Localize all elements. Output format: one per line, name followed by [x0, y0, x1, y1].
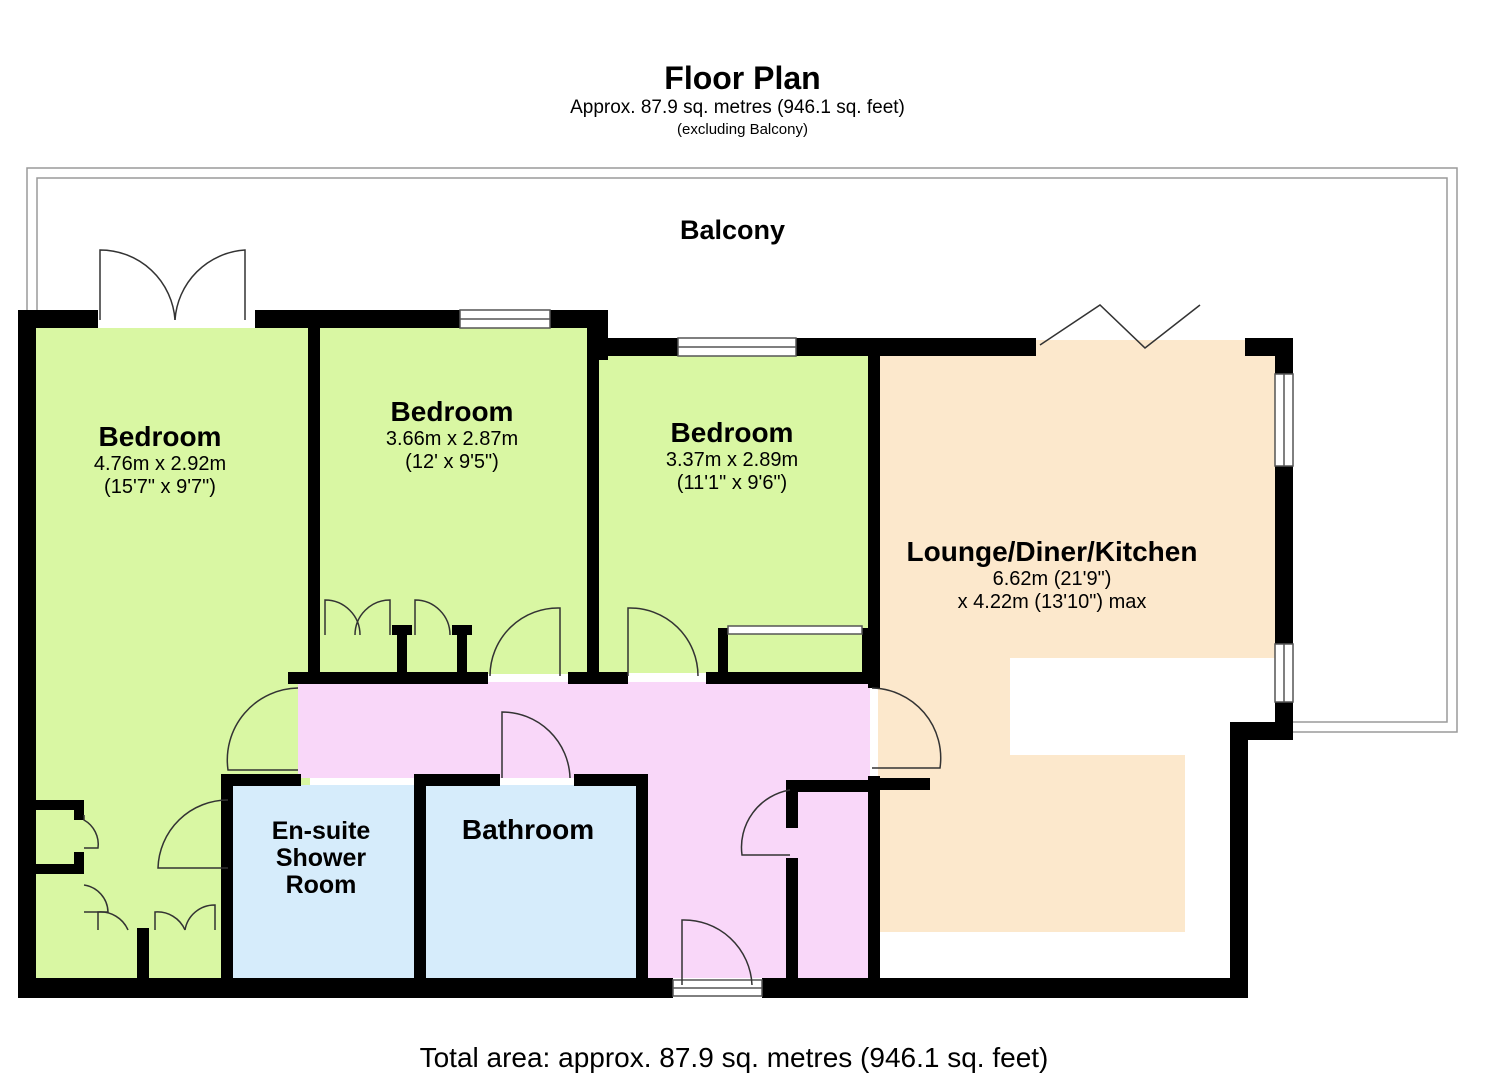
ensuite-floor	[230, 785, 415, 978]
bedroom-1-label: Bedroom 4.76m x 2.92m (15'7" x 9'7")	[40, 421, 280, 499]
bedroom-2-metric: 3.66m x 2.87m	[385, 428, 519, 450]
doors	[83, 249, 1201, 986]
lounge-size-line-2: x 4.22m (13'10") max	[957, 591, 1147, 613]
bedroom-1-imperial: (15'7" x 9'7")	[104, 476, 216, 498]
bedroom-1-metric: 4.76m x 2.92m	[93, 453, 227, 475]
balcony-label: Balcony	[679, 215, 786, 245]
bedroom-3-imperial: (11'1" x 9'6")	[676, 472, 788, 494]
bedroom-3-name: Bedroom	[670, 417, 794, 448]
plan-title: Floor Plan	[664, 60, 821, 96]
ensuite-line-3: Room	[285, 871, 357, 899]
hallway-lower-floor	[648, 778, 870, 978]
bedroom-3-metric: 3.37m x 2.89m	[665, 449, 799, 471]
plan-note: (excluding Balcony)	[677, 121, 808, 138]
total-area: Total area: approx. 87.9 sq. metres (946…	[419, 1042, 1049, 1073]
bedroom-2-label: Bedroom 3.66m x 2.87m (12' x 9'5")	[322, 396, 582, 474]
ensuite-line-1: En-suite	[271, 817, 371, 845]
lounge-floor	[878, 340, 1275, 932]
room-fills	[36, 328, 1275, 978]
lounge-name: Lounge/Diner/Kitchen	[906, 536, 1198, 567]
walls	[18, 310, 1293, 998]
bedroom-2-imperial: (12' x 9'5")	[405, 451, 499, 473]
ensuite-line-2: Shower	[275, 844, 367, 872]
windows	[459, 309, 1294, 997]
lounge-size-line-1: 6.62m (21'9")	[992, 568, 1112, 590]
bathroom-floor	[424, 785, 639, 978]
plan-subtitle: Approx. 87.9 sq. metres (946.1 sq. feet)	[570, 97, 905, 118]
bedroom-2-name: Bedroom	[390, 396, 514, 427]
bedroom-2-floor	[318, 328, 589, 674]
bedroom-1-name: Bedroom	[98, 421, 222, 452]
hallway-floor	[298, 682, 870, 778]
bathroom-label: Bathroom	[461, 814, 595, 845]
ensuite-label: En-suite Shower Room	[232, 818, 410, 899]
bedroom-3-floor	[598, 355, 870, 673]
bedroom-3-label: Bedroom 3.37m x 2.89m (11'1" x 9'6")	[602, 417, 862, 495]
lounge-label: Lounge/Diner/Kitchen 6.62m (21'9") x 4.2…	[886, 536, 1218, 614]
balcony-outline	[26, 167, 1458, 733]
